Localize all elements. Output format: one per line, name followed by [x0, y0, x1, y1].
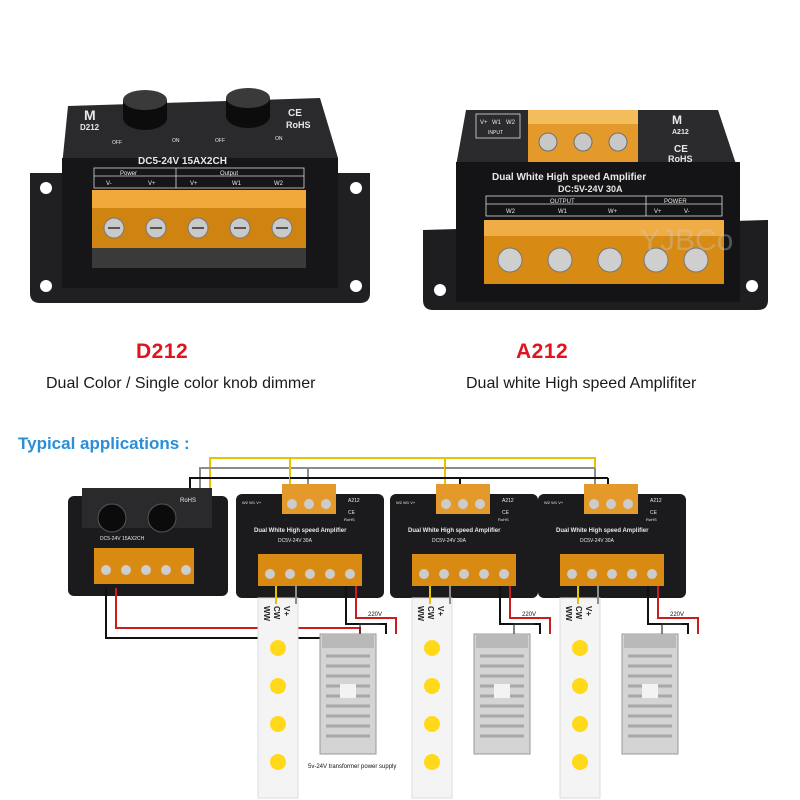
- svg-text:CW: CW: [426, 606, 435, 620]
- a212-logo: M: [672, 113, 682, 127]
- svg-text:W2: W2: [506, 120, 516, 126]
- svg-text:Output: Output: [220, 171, 238, 177]
- svg-text:Power: Power: [120, 171, 137, 177]
- svg-text:W1: W1: [492, 120, 502, 126]
- svg-text:V+: V+: [480, 120, 488, 126]
- d212-device-illustration: M D212 OFF ON OFF ON CE RoHS DC5-24V 15A…: [30, 88, 370, 303]
- svg-text:W+: W+: [608, 209, 618, 215]
- svg-text:V+: V+: [436, 606, 445, 616]
- svg-text:V+: V+: [282, 606, 291, 616]
- svg-text:CW: CW: [272, 606, 281, 620]
- d212-model-title: D212: [136, 340, 189, 363]
- svg-text:OUTPUT: OUTPUT: [550, 199, 575, 205]
- svg-text:RoHS: RoHS: [344, 517, 355, 522]
- svg-text:OFF: OFF: [112, 140, 122, 146]
- a212-caption: Dual white High speed Amplifiter: [466, 375, 697, 392]
- d212-logo: M: [84, 107, 96, 123]
- section-title: Typical applications :: [18, 434, 190, 453]
- svg-text:A212: A212: [502, 498, 514, 504]
- svg-text:Dual White High speed Amplifie: Dual White High speed Amplifier: [254, 528, 347, 534]
- knob-1: [123, 90, 167, 130]
- svg-text:V-: V-: [684, 209, 690, 215]
- psu-caption: 5v-24V transformer power supply: [308, 764, 396, 770]
- svg-text:V+: V+: [190, 181, 198, 187]
- svg-text:W2 W1 V+: W2 W1 V+: [544, 500, 564, 505]
- svg-text:DC5V-24V 30A: DC5V-24V 30A: [580, 538, 615, 544]
- svg-text:A212: A212: [650, 498, 662, 504]
- svg-text:RoHS: RoHS: [646, 517, 657, 522]
- svg-text:ON: ON: [172, 138, 180, 144]
- svg-text:OFF: OFF: [215, 138, 225, 144]
- a212-device-illustration: V+ W1 W2 INPUT M A212 CE RoHS Dual White…: [423, 110, 768, 310]
- svg-text:Dual White High speed Amplifie: Dual White High speed Amplifier: [556, 528, 649, 534]
- a212-model-title: A212: [516, 340, 569, 363]
- knob-2: [226, 88, 270, 128]
- svg-text:W2 W1 V+: W2 W1 V+: [396, 500, 416, 505]
- svg-text:CE: CE: [348, 510, 356, 516]
- d212-ce-mark: CE: [288, 108, 302, 119]
- a212-rating: DC:5V-24V 30A: [558, 184, 623, 194]
- svg-text:DC5V-24V 30A: DC5V-24V 30A: [432, 538, 467, 544]
- svg-text:W1: W1: [232, 181, 242, 187]
- svg-text:A212: A212: [672, 129, 689, 136]
- svg-text:DC5-24V 15AX2CH: DC5-24V 15AX2CH: [100, 536, 145, 542]
- svg-text:Dual White High speed Amplifie: Dual White High speed Amplifier: [408, 528, 501, 534]
- svg-text:220V: 220V: [368, 612, 382, 618]
- d212-rohs-mark: RoHS: [286, 120, 311, 130]
- svg-text:220V: 220V: [522, 612, 536, 618]
- d212-caption: Dual Color / Single color knob dimmer: [46, 375, 316, 392]
- a212-input-terminals: [528, 110, 638, 162]
- svg-text:V+: V+: [654, 209, 662, 215]
- a212-title: Dual White High speed Amplifier: [492, 172, 646, 183]
- svg-text:WW: WW: [564, 606, 573, 622]
- power-supply: 220V: [319, 612, 382, 755]
- svg-text:W2: W2: [506, 209, 516, 215]
- svg-text:V-: V-: [106, 181, 112, 187]
- svg-text:CE: CE: [650, 510, 658, 516]
- svg-text:ON: ON: [275, 136, 283, 142]
- application-wiring-diagram: RoHS DC5-24V 15AX2CH W2 W1 V+A212CERoHSD…: [68, 457, 699, 799]
- svg-text:W2: W2: [274, 181, 284, 187]
- watermark: YJBCo: [640, 224, 733, 257]
- power-supply: 220V: [473, 612, 536, 755]
- svg-text:WW: WW: [262, 606, 271, 622]
- svg-text:CE: CE: [502, 510, 510, 516]
- svg-text:WW: WW: [416, 606, 425, 622]
- d212-terminal-block: [92, 190, 306, 268]
- svg-text:220V: 220V: [670, 612, 684, 618]
- svg-text:V+: V+: [584, 606, 593, 616]
- svg-text:W1: W1: [558, 209, 568, 215]
- a212-output-terminal-block: [484, 220, 724, 284]
- svg-text:DC5V-24V 30A: DC5V-24V 30A: [278, 538, 313, 544]
- a212-ce-mark: CE: [674, 144, 688, 155]
- power-supply: 220V: [621, 612, 684, 755]
- a212-rohs-mark: RoHS: [668, 154, 693, 164]
- svg-text:CW: CW: [574, 606, 583, 620]
- svg-text:W2 W1 V+: W2 W1 V+: [242, 500, 262, 505]
- svg-text:RoHS: RoHS: [180, 498, 196, 504]
- svg-text:V+: V+: [148, 181, 156, 187]
- diagram-dimmer: RoHS DC5-24V 15AX2CH: [68, 488, 228, 596]
- d212-rating: DC5-24V 15AX2CH: [138, 156, 227, 167]
- d212-brand-model: D212: [80, 123, 100, 132]
- svg-text:POWER: POWER: [664, 199, 687, 205]
- svg-text:INPUT: INPUT: [488, 130, 503, 136]
- svg-text:RoHS: RoHS: [498, 517, 509, 522]
- svg-text:A212: A212: [348, 498, 360, 504]
